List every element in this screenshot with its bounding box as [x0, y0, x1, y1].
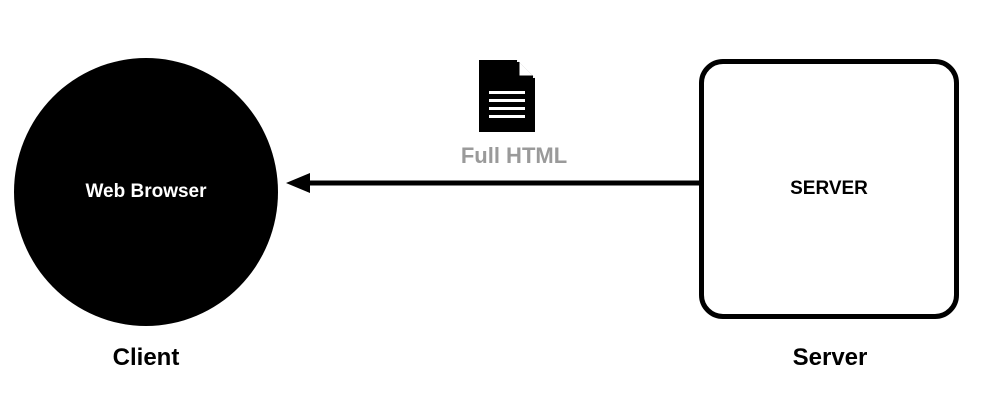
- server-caption: Server: [792, 344, 868, 371]
- document-icon: [479, 60, 535, 132]
- connection-label: Full HTML: [460, 143, 568, 168]
- client-node-label: Web Browser: [85, 181, 207, 202]
- server-node: SERVER: [699, 59, 959, 319]
- client-caption: Client: [112, 344, 180, 371]
- connection-arrow: [286, 173, 704, 193]
- client-node: Web Browser: [14, 58, 278, 326]
- server-node-label: SERVER: [790, 178, 868, 199]
